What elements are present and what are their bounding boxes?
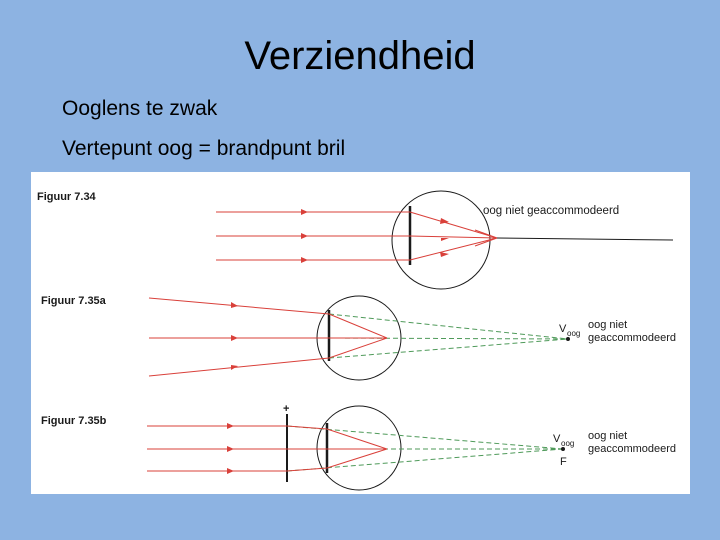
optics-diagrams: Figuur 7.34 oog nie bbox=[37, 190, 676, 491]
figure-7-34-label: oog niet geaccommodeerd bbox=[483, 205, 619, 217]
bullet-weak-lens: Ooglens te zwak bbox=[62, 97, 218, 120]
figure-7-35b-label-line2: geaccommodeerd bbox=[588, 443, 676, 455]
incoming-rays bbox=[216, 211, 498, 261]
far-point-subscript: oog bbox=[561, 439, 574, 448]
virtual-rays bbox=[286, 425, 564, 472]
figure-7-35a-label-line1: oog niet bbox=[588, 319, 627, 331]
focal-point-label: F bbox=[560, 456, 567, 468]
figure-7-35b: Figuur 7.35b + bbox=[41, 403, 676, 491]
far-point-subscript: oog bbox=[567, 329, 580, 338]
far-point-dot bbox=[566, 337, 570, 341]
figure-7-35a-caption: Figuur 7.35a bbox=[41, 295, 107, 307]
figure-7-34: Figuur 7.34 oog nie bbox=[37, 190, 674, 290]
ray-arrows bbox=[227, 423, 234, 474]
figure-7-35b-label-line1: oog niet bbox=[588, 430, 627, 442]
far-point-label: V bbox=[559, 323, 567, 335]
virtual-rays bbox=[328, 313, 569, 359]
slide-title: Verziendheid bbox=[244, 34, 476, 78]
figure-7-35a-label-line2: geaccommodeerd bbox=[588, 332, 676, 344]
focal-point-dot bbox=[561, 447, 565, 451]
far-point-label: V bbox=[553, 433, 561, 445]
ray-arrows bbox=[301, 209, 449, 263]
bullet-far-point: Vertepunt oog = brandpunt bril bbox=[62, 137, 346, 160]
figure-7-35b-caption: Figuur 7.35b bbox=[41, 415, 107, 427]
lens-sign: + bbox=[283, 403, 289, 415]
eye-circle bbox=[316, 405, 402, 491]
incoming-rays bbox=[148, 297, 388, 377]
optical-axis bbox=[496, 237, 674, 241]
incoming-rays bbox=[147, 425, 388, 472]
figure-7-35a: Figuur 7.35a V oo bbox=[41, 295, 676, 381]
ray-arrows bbox=[231, 302, 238, 370]
figure-panel: Figuur 7.34 oog nie bbox=[31, 172, 690, 494]
figure-7-34-caption: Figuur 7.34 bbox=[37, 191, 97, 203]
